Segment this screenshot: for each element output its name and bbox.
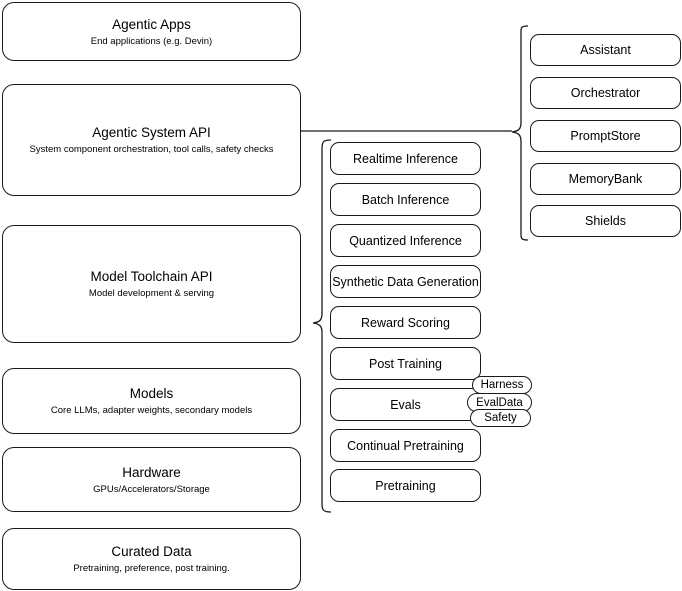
component-label: MemoryBank	[568, 172, 643, 186]
layer-box-curated-data[interactable]: Curated Data Pretraining, preference, po…	[2, 528, 301, 590]
component-box-assistant[interactable]: Assistant	[530, 34, 681, 66]
component-label: Post Training	[369, 356, 442, 371]
component-label: Orchestrator	[570, 86, 641, 100]
component-box-reward-scoring[interactable]: Reward Scoring	[330, 306, 481, 339]
layer-subtitle: Core LLMs, adapter weights, secondary mo…	[50, 405, 253, 416]
layer-subtitle: System component orchestration, tool cal…	[29, 144, 274, 155]
connector-agentic-system-api	[300, 130, 512, 132]
subcomponent-label: Safety	[484, 412, 517, 424]
layer-box-hardware[interactable]: Hardware GPUs/Accelerators/Storage	[2, 447, 301, 512]
component-label: PromptStore	[570, 129, 641, 143]
subcomponent-label: EvalData	[476, 396, 523, 409]
brace-toolchain-components	[312, 139, 332, 513]
component-box-quantized-inference[interactable]: Quantized Inference	[330, 224, 481, 257]
component-box-post-training[interactable]: Post Training	[330, 347, 481, 380]
layer-box-agentic-apps[interactable]: Agentic Apps End applications (e.g. Devi…	[2, 2, 301, 61]
layer-box-agentic-system-api[interactable]: Agentic System API System component orch…	[2, 84, 301, 196]
component-box-shields[interactable]: Shields	[530, 205, 681, 237]
layer-title: Agentic Apps	[112, 16, 191, 32]
component-label: Continual Pretraining	[347, 438, 464, 453]
layer-subtitle: Pretraining, preference, post training.	[73, 563, 230, 574]
brace-agentic-components	[511, 25, 529, 241]
component-box-orchestrator[interactable]: Orchestrator	[530, 77, 681, 109]
subcomponent-pill-harness[interactable]: Harness	[472, 376, 532, 394]
component-label: Shields	[585, 214, 626, 228]
component-label: Evals	[390, 397, 421, 412]
component-box-realtime-inference[interactable]: Realtime Inference	[330, 142, 481, 175]
component-box-continual-pretraining[interactable]: Continual Pretraining	[330, 429, 481, 462]
layer-subtitle: End applications (e.g. Devin)	[90, 35, 213, 47]
layer-title: Model Toolchain API	[90, 269, 213, 284]
component-label: Batch Inference	[361, 192, 450, 207]
component-box-pretraining[interactable]: Pretraining	[330, 469, 481, 502]
layer-title: Models	[129, 386, 174, 401]
component-box-memorybank[interactable]: MemoryBank	[530, 163, 681, 195]
layer-box-models[interactable]: Models Core LLMs, adapter weights, secon…	[2, 368, 301, 434]
component-label: Quantized Inference	[349, 233, 462, 248]
subcomponent-pill-safety[interactable]: Safety	[470, 409, 531, 427]
layer-title: Agentic System API	[92, 125, 211, 140]
component-box-evals[interactable]: Evals	[330, 388, 481, 421]
component-label: Realtime Inference	[353, 151, 458, 166]
component-label: Assistant	[580, 43, 631, 57]
subcomponent-pill-evaldata[interactable]: EvalData	[467, 393, 532, 412]
subcomponent-label: Harness	[480, 379, 524, 391]
component-label: Synthetic Data Generation	[332, 274, 479, 289]
layer-box-model-toolchain-api[interactable]: Model Toolchain API Model development & …	[2, 225, 301, 343]
component-box-batch-inference[interactable]: Batch Inference	[330, 183, 481, 216]
layer-subtitle: Model development & serving	[88, 288, 215, 299]
component-box-synthetic-data-generation[interactable]: Synthetic Data Generation	[330, 265, 481, 298]
layer-subtitle: GPUs/Accelerators/Storage	[93, 483, 210, 495]
component-label: Pretraining	[375, 478, 436, 493]
layer-title: Curated Data	[111, 544, 192, 559]
component-label: Reward Scoring	[361, 315, 450, 330]
layer-title: Hardware	[122, 464, 181, 480]
component-box-promptstore[interactable]: PromptStore	[530, 120, 681, 152]
